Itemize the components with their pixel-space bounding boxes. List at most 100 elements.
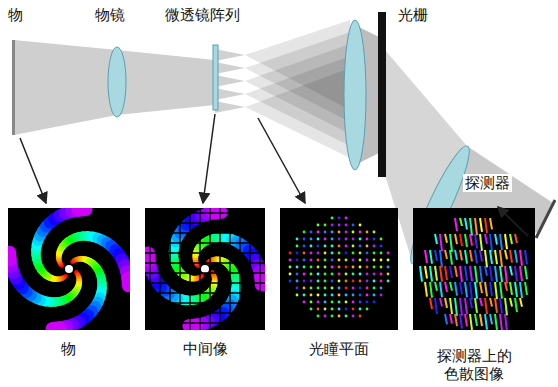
dispersion-streak [455, 218, 457, 231]
pupil-dot [310, 280, 313, 283]
pupil-dot [317, 273, 320, 276]
spiral-arm [78, 208, 85, 217]
dispersion-streak [505, 314, 507, 330]
dispersion-streak [430, 298, 432, 309]
pupil-dot [317, 224, 320, 227]
light-cone [14, 40, 117, 135]
pupil-dot [338, 294, 341, 297]
dispersion-streak [500, 282, 502, 299]
object-plane [12, 40, 15, 135]
dispersion-streak [490, 234, 492, 252]
spiral-arm [121, 278, 130, 285]
pupil-dot [331, 245, 334, 248]
pupil-dot [359, 266, 362, 269]
pupil-dot [303, 238, 306, 241]
dispersion-streak [465, 266, 467, 281]
dispersion-streak [485, 298, 487, 314]
grid-line [145, 322, 265, 324]
pupil-dot [331, 287, 334, 290]
panel-caption: 中间像 [183, 340, 228, 358]
dispersion-streak [485, 314, 487, 330]
pupil-dot [380, 252, 383, 255]
dispersion-streak [460, 266, 462, 282]
microlens-label: 微透镜阵列 [165, 6, 240, 24]
pupil-dot [317, 294, 320, 297]
dispersion-streak [490, 266, 492, 281]
dispersion-streak [445, 298, 447, 308]
dispersion-streak [475, 298, 477, 313]
dispersion-streak [470, 250, 472, 261]
pupil-dot [352, 294, 355, 297]
grid-line [145, 272, 265, 274]
pupil-dot [359, 252, 362, 255]
pupil-dot [331, 266, 334, 269]
dispersion-streak [480, 250, 482, 261]
pupil-dot [373, 266, 376, 269]
dispersion-streak [475, 218, 477, 235]
pupil-dot [289, 280, 292, 283]
pupil-dot [310, 273, 313, 276]
pupil-dot [345, 280, 348, 283]
pupil-dot [310, 301, 313, 304]
lenslet-fans [215, 20, 350, 158]
pupil-dot [366, 266, 369, 269]
grid-line [209, 208, 211, 330]
grid-line [145, 232, 265, 234]
grating [378, 12, 386, 177]
pupil-dot [303, 294, 306, 297]
dispersion-streak [495, 250, 497, 264]
grid-line [179, 208, 181, 330]
dispersion-streak [425, 250, 427, 263]
pupil-dot [387, 280, 390, 283]
dispersion-streak [465, 234, 467, 247]
panel-caption: 物 [61, 340, 76, 358]
pupil-dot [303, 259, 306, 262]
dispersion-streak [520, 266, 522, 281]
pupil-dot [373, 245, 376, 248]
pupil-dot [352, 308, 355, 311]
pupil-dot [310, 287, 313, 290]
dispersion-streak [470, 234, 472, 246]
pupil-dot [345, 273, 348, 276]
pupil-dot [380, 273, 383, 276]
pupil-dot [303, 231, 306, 234]
grid-line [145, 222, 265, 224]
grating-label: 光栅 [398, 6, 428, 24]
dispersion-streak [495, 234, 497, 245]
dispersion-streak [450, 250, 452, 265]
pupil-dot [373, 238, 376, 241]
pupil-dot [331, 224, 334, 227]
dispersion-streak [450, 282, 452, 291]
center-dot [65, 265, 73, 273]
grid-line [145, 312, 265, 314]
dispersion-streak [440, 234, 442, 251]
pupil-dot [331, 308, 334, 311]
pupil-dot [310, 294, 313, 297]
spiral-arm [8, 253, 17, 260]
dispersion-streak [455, 266, 457, 277]
pupil-dot [352, 280, 355, 283]
pupil-dot [324, 245, 327, 248]
grid-line [219, 208, 221, 330]
pupil-dot [345, 266, 348, 269]
grid-line [249, 208, 251, 330]
dispersion-streak [480, 298, 482, 306]
dispersion-streak [445, 282, 447, 292]
dispersion-streak [520, 298, 522, 307]
pupil-dot [296, 238, 299, 241]
pupil-dot [310, 238, 313, 241]
dispersed-image [420, 218, 527, 330]
dispersion-streak [475, 234, 477, 248]
dispersion-streak [495, 298, 497, 313]
dispersion-streak [430, 282, 432, 298]
dispersion-streak [435, 234, 437, 244]
dispersion-streak [425, 282, 427, 297]
pupil-dot [345, 238, 348, 241]
dispersion-streak [525, 266, 527, 279]
pupil-dot [366, 245, 369, 248]
pupil-dot [366, 238, 369, 241]
pupil-dot [338, 217, 341, 220]
grid-line [145, 252, 265, 254]
dispersion-streak [450, 266, 452, 278]
pupil-dot [289, 252, 292, 255]
